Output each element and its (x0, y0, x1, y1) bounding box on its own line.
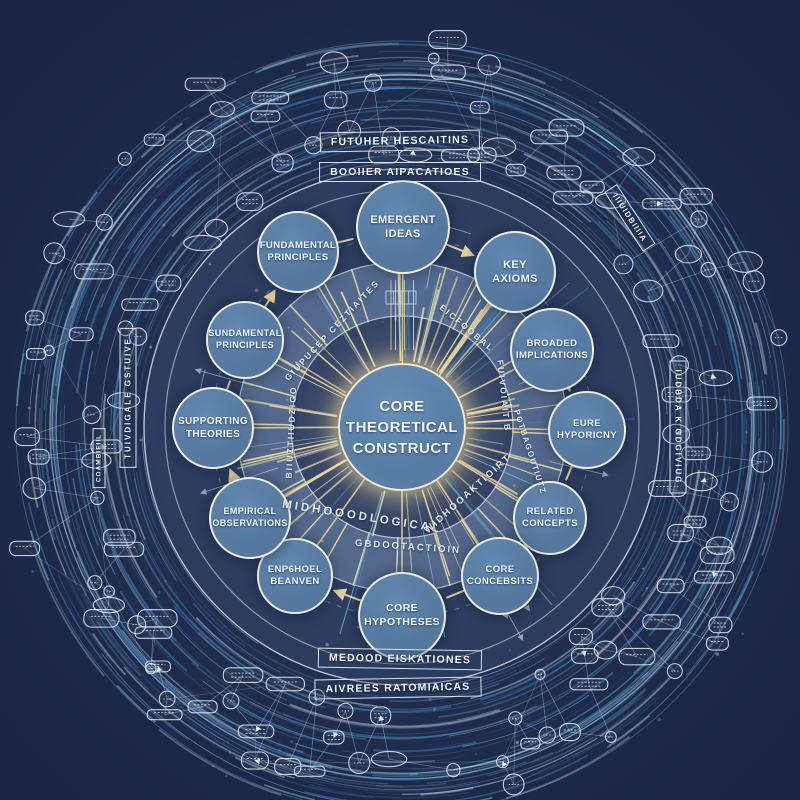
node-empirical-observations: EMPIRICAL OBSERVATIONS (209, 477, 291, 559)
node-eure-hyporicny: EURE HYPORICNY (548, 391, 626, 469)
banner-top-inner: BOOIIER AIPACATIOES (319, 162, 481, 182)
misc-decor (385, 280, 417, 350)
node-emergent-ideas: EMERGENT IDEAS (356, 180, 450, 274)
banner-bottom-inner: MEDOOD EISKATIONES (317, 647, 483, 671)
node-core-concebsits: CORE CONCEBSITS (461, 537, 539, 615)
node-core-hypotheses: CORE HYPOTHESES (358, 572, 446, 660)
banner-left-small: COAMBIEIIL (92, 427, 106, 489)
banner-right-tall: IUDBDA K GDGIVIUG (669, 360, 687, 494)
banner-top-outer: FUTUHER HESCAITINS (319, 129, 481, 153)
node-supporting-theories: SUPPORTING THEORIES (172, 387, 254, 469)
node-related-concepts: RELATED CONCEPTS (513, 481, 587, 555)
node-fundamental-principles: FUNDAMENTAL PRINCIPLES (257, 211, 339, 293)
banner-bottom-outer: AIVREES RATOMIAICAS (314, 676, 482, 700)
node-sundamental-principles: SUNDAMENTAL PRINCIPLES (206, 301, 284, 379)
node-key-axioms: KEY AXIOMS (474, 231, 556, 313)
node-core-theoretical-construct: CORE THEORETICAL CONSTRUCT (338, 363, 466, 491)
node-broaded-implications: BROADED IMPLICATIONS (510, 308, 594, 392)
peripheral-network (9, 30, 788, 796)
banner-left-tall: TUIVDIGALE GSTUIVE (119, 328, 137, 468)
